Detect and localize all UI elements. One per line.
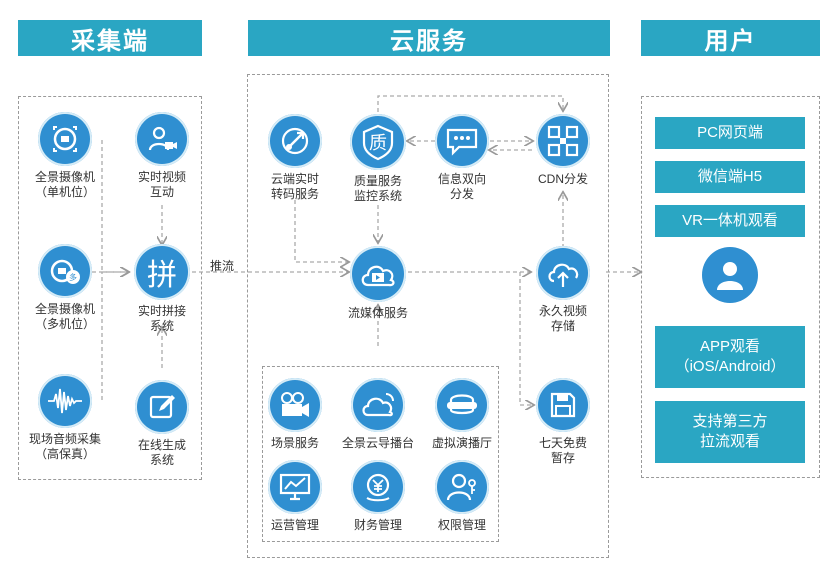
node-scene: 场景服务 [250, 378, 340, 451]
yen-coin-icon [351, 460, 405, 514]
cloud-upload-icon [536, 246, 590, 300]
node-video-interact: 实时视频 互动 [117, 112, 207, 200]
quality-label: 质量服务 监控系统 [353, 174, 402, 203]
node-virtual: 虚拟演播厅 [417, 378, 507, 451]
cloud-broadcast-icon [351, 378, 405, 432]
node-storage: 永久视频 存储 [518, 246, 608, 334]
user-key-icon [435, 460, 489, 514]
stitch-glyph-icon: 拼 [134, 244, 190, 300]
cam-single-label: 全景摄像机 （单机位） [34, 170, 95, 199]
node-director: 全景云导播台 [333, 378, 423, 451]
chat-bubble-icon [435, 114, 489, 168]
director-label: 全景云导播台 [341, 436, 414, 450]
ops-label: 运营管理 [270, 518, 319, 532]
panorama-camera-icon [38, 112, 92, 166]
online-gen-label: 在线生成 系统 [137, 438, 186, 467]
permission-label: 权限管理 [437, 518, 486, 532]
user-vr-headset: VR一体机观看 [655, 205, 805, 237]
stitch-glyph: 拼 [147, 259, 177, 292]
node-online-gen: 在线生成 系统 [117, 380, 207, 468]
scene-label: 场景服务 [270, 436, 319, 450]
node-transcode: 云端实时 转码服务 [250, 114, 340, 202]
cdn-label: CDN分发 [538, 172, 588, 186]
node-ops: 运营管理 [250, 460, 340, 533]
storage-label: 永久视频 存储 [538, 304, 587, 333]
finance-label: 财务管理 [353, 518, 402, 532]
vr-headset-icon [435, 378, 489, 432]
media-label: 流媒体服务 [347, 306, 408, 320]
multi-camera-icon: 多 [38, 244, 92, 298]
audio-label: 现场音频采集 （高保真） [28, 432, 101, 461]
video-interact-label: 实时视频 互动 [137, 170, 186, 199]
cloud-group [247, 74, 609, 558]
collect-group [18, 96, 202, 480]
info-label: 信息双向 分发 [437, 172, 486, 201]
node-media: 流媒体服务 [333, 246, 423, 321]
node-cam-single: 全景摄像机 （单机位） [20, 112, 110, 200]
edit-icon [135, 380, 189, 434]
user-avatar-icon [702, 247, 758, 303]
header-collect: 采集端 [18, 20, 202, 56]
monitor-chart-icon [268, 460, 322, 514]
cdn-network-icon [536, 114, 590, 168]
quality-shield-icon: 质 [350, 114, 406, 170]
user-wechat-h5: 微信端H5 [655, 161, 805, 193]
header-user: 用户 [641, 20, 820, 56]
temp-label: 七天免费 暂存 [538, 436, 587, 465]
video-call-icon [135, 112, 189, 166]
user-group [641, 96, 820, 478]
user-pc-web: PC网页端 [655, 117, 805, 149]
node-cdn: CDN分发 [518, 114, 608, 187]
transcode-label: 云端实时 转码服务 [270, 172, 319, 201]
node-temp: 七天免费 暂存 [518, 378, 608, 466]
node-quality: 质 质量服务 监控系统 [333, 114, 423, 204]
stitch-label: 实时拼接 系统 [137, 304, 186, 333]
node-stitch: 拼 实时拼接 系统 [117, 244, 207, 334]
virtual-label: 虚拟演播厅 [431, 436, 492, 450]
node-cam-multi: 多 全景摄像机 （多机位） [20, 244, 110, 332]
node-audio: 现场音频采集 （高保真） [20, 374, 110, 462]
video-camera-icon [268, 378, 322, 432]
cloud-mgmt-group [262, 366, 499, 542]
node-info: 信息双向 分发 [417, 114, 507, 202]
floppy-save-icon [536, 378, 590, 432]
node-permission: 权限管理 [417, 460, 507, 533]
header-cloud: 云服务 [248, 20, 610, 56]
media-cloud-icon [350, 246, 406, 302]
audio-wave-icon [38, 374, 92, 428]
transcode-icon [268, 114, 322, 168]
quality-glyph: 质 [369, 133, 387, 153]
user-app: APP观看 （iOS/Android） [655, 326, 805, 388]
push-stream-label: 推流 [210, 259, 235, 273]
user-third-party: 支持第三方 拉流观看 [655, 401, 805, 463]
node-finance: 财务管理 [333, 460, 423, 533]
svg-text:多: 多 [69, 272, 77, 282]
cam-multi-label: 全景摄像机 （多机位） [34, 302, 95, 331]
